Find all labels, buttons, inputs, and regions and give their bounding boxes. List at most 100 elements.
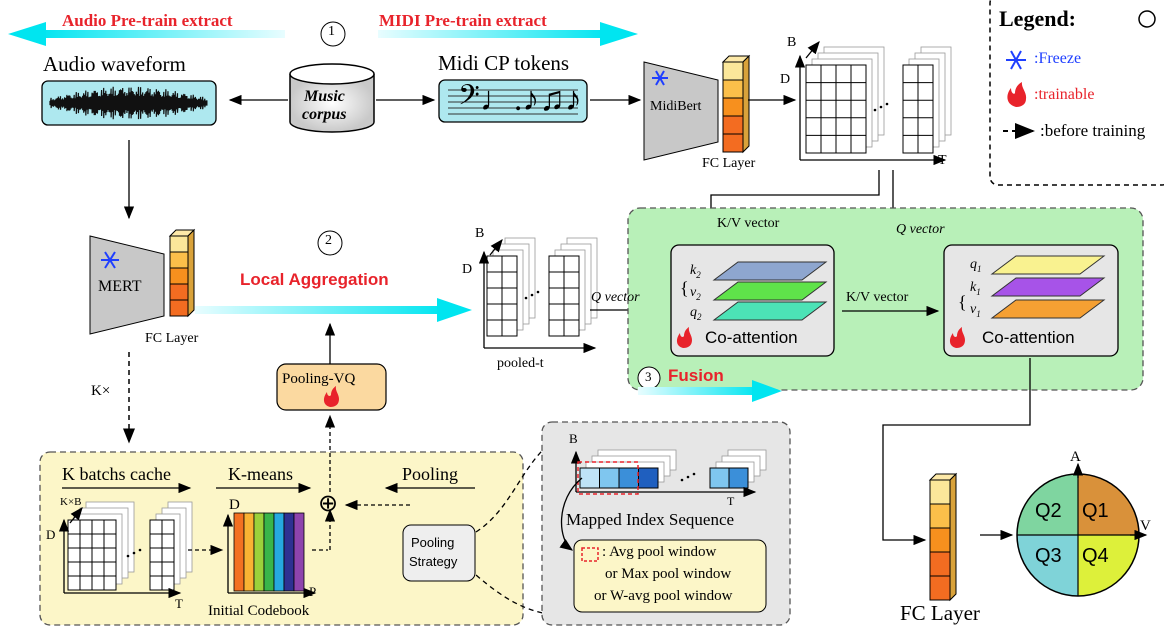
pooling-strategy-box: [402, 524, 476, 582]
index-cell: [618, 467, 639, 489]
co-attention-right-label: Co-attention: [982, 328, 1075, 347]
index-cell: [638, 467, 659, 489]
midibert-encoder: [643, 61, 719, 161]
step-2-circle: [317, 230, 343, 256]
fc-cell: [169, 299, 189, 317]
audio-waveform-label: Audio waveform: [43, 52, 186, 76]
legend-circle-icon: [1138, 10, 1156, 28]
pooled-d-label: D: [462, 262, 473, 277]
fc-cell: [169, 283, 189, 301]
quadrant-q1: Q1: [1082, 500, 1109, 522]
codebook-column: [273, 512, 285, 592]
step-1-circle: [320, 21, 346, 47]
fc-layer-output-label: FC Layer: [900, 601, 980, 625]
window-line3: or W-avg pool window: [594, 588, 733, 604]
fc-layer-midi: [721, 54, 751, 154]
local-aggregation-label: Local Aggregation: [240, 270, 389, 289]
midi-tokens-label: Midi CP tokens: [438, 51, 570, 75]
k-times-label: K×: [91, 383, 111, 399]
mapped-t-label: T: [727, 494, 735, 508]
initial-codebook-grid: [233, 512, 305, 592]
codebook-column: [293, 512, 305, 592]
mert-label: MERT: [98, 278, 142, 295]
codebook-column: [233, 512, 245, 592]
pooled-t-label: pooled-t: [497, 356, 544, 371]
left-q-label: q2: [690, 305, 702, 322]
co-attention-right-flame-icon: [949, 327, 965, 348]
fc-cell: [722, 61, 744, 81]
codebook-d-label: D: [229, 497, 240, 513]
right-v-label: v1: [970, 302, 981, 319]
k-means-label: K-means: [228, 464, 293, 484]
k-batch-cache-tensor: [67, 501, 193, 591]
mapped-b-label: B: [569, 431, 578, 446]
axis-b-label: B: [787, 35, 797, 50]
pooling-vq-flame-icon: [323, 386, 339, 407]
flame-icon: [1007, 82, 1027, 107]
music-corpus-cylinder: [289, 63, 375, 133]
axis-d-label: D: [780, 72, 791, 87]
mapped-index-sequence: [579, 449, 767, 489]
audio-extract-label: Audio Pre-train extract: [62, 11, 233, 30]
midi-feature-tensor: [805, 46, 952, 154]
mapped-index-sequence-label: Mapped Index Sequence: [566, 510, 735, 529]
fc-cell: [929, 479, 951, 505]
q-vector-top-label: Q vector: [896, 222, 945, 237]
codebook-column: [283, 512, 295, 592]
q-vector-left-label: Q vector: [591, 290, 640, 305]
quadrant-q4: Q4: [1082, 545, 1109, 567]
quadrant-q2: Q2: [1035, 500, 1062, 522]
fc-layer-midi-label: FC Layer: [702, 156, 756, 171]
music-notes-icon: 𝄢♩.♪♫♪: [458, 81, 582, 118]
legend-before-training: :before training: [1040, 121, 1146, 140]
fusion-title: Fusion: [668, 366, 724, 385]
quadrant-q3: Q3: [1035, 545, 1062, 567]
axis-t-label: T: [938, 153, 947, 168]
audio-extract-arrow: [8, 22, 285, 46]
midi-extract-arrow: [378, 22, 638, 46]
index-cell: [579, 467, 600, 489]
co-attention-left-flame-icon: [676, 327, 692, 348]
fc-cell: [169, 251, 189, 269]
legend-freeze: :Freeze: [1034, 50, 1082, 67]
plus-icon: ⊕: [318, 491, 339, 517]
fc-cell: [929, 503, 951, 529]
left-v-label: v2: [690, 285, 701, 302]
axis-v-label: V: [1140, 518, 1151, 534]
snowflake-icon: [1006, 50, 1026, 70]
right-brace: {: [958, 292, 967, 312]
music-corpus-label-2: corpus: [302, 106, 347, 123]
pooling-label: Pooling: [402, 464, 459, 484]
emotion-quadrant-circle: [1016, 473, 1140, 597]
right-q-label: q1: [970, 257, 982, 274]
waveform-graphic: [49, 86, 208, 120]
step-1-label: 1: [328, 24, 335, 39]
window-line2: or Max pool window: [605, 566, 732, 582]
pool-window-legend-icon: [581, 547, 599, 562]
codebook-p-label: P: [309, 584, 317, 599]
window-line1: : Avg pool window: [602, 544, 717, 560]
local-aggregation-arrow: [195, 298, 472, 322]
step-3-label: 3: [645, 369, 652, 384]
pooling-strategy-line1: Pooling: [411, 535, 455, 550]
co-attention-right-layers: [990, 255, 1106, 319]
kv-vector-mid-label: K/V vector: [846, 290, 909, 305]
kxb-label: K×B: [60, 496, 82, 508]
k-batchs-cache-label: K batchs cache: [62, 464, 171, 484]
fc-layer-mert: [168, 228, 196, 318]
fc-cell: [929, 551, 951, 577]
right-k-label: k1: [970, 280, 981, 297]
fc-cell: [169, 235, 189, 253]
legend-title: Legend:: [999, 6, 1076, 31]
index-cell: [728, 467, 749, 489]
step-2-label: 2: [325, 233, 332, 248]
legend-trainable: :trainable: [1034, 86, 1095, 103]
axis-a-label: A: [1070, 449, 1081, 465]
fc-cell: [722, 97, 744, 117]
fc-cell: [722, 115, 744, 135]
pooling-vq-label: Pooling-VQ: [282, 371, 356, 387]
co-attention-left-label: Co-attention: [705, 328, 798, 347]
left-brace: {: [680, 278, 689, 298]
codebook-column: [243, 512, 255, 592]
fc-layer-mert-label: FC Layer: [145, 331, 199, 346]
